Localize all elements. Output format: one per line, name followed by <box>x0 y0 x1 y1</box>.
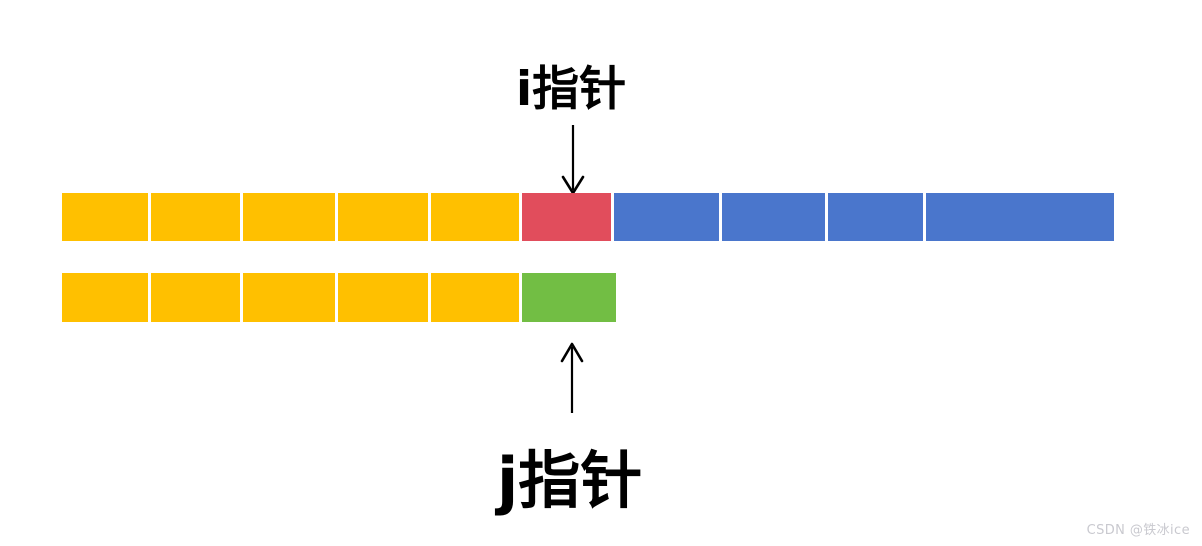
cell-blue-3 <box>828 193 923 241</box>
cell-blue-1 <box>614 193 719 241</box>
pointer-label-i: i指针 <box>516 62 627 117</box>
csdn-watermark: CSDN @铁冰ice <box>1086 523 1190 538</box>
cell-yellow-2 <box>151 193 240 241</box>
cell-blue-4 <box>926 193 1114 241</box>
array-row-bottom <box>62 273 616 322</box>
pointer-label-j: j指针 <box>497 444 643 517</box>
array-row-top <box>62 193 1114 241</box>
cell-yellow-4 <box>338 193 428 241</box>
cell-red-current <box>522 193 611 241</box>
down-arrow-icon <box>552 124 594 196</box>
cell-green-current <box>522 273 616 322</box>
cell-yellow-5 <box>431 273 519 322</box>
cell-blue-2 <box>722 193 825 241</box>
cell-yellow-5 <box>431 193 519 241</box>
cell-yellow-3 <box>243 193 335 241</box>
up-arrow-icon <box>551 340 593 414</box>
cell-yellow-1 <box>62 193 148 241</box>
cell-yellow-2 <box>151 273 240 322</box>
cell-yellow-1 <box>62 273 148 322</box>
cell-yellow-3 <box>243 273 335 322</box>
cell-yellow-4 <box>338 273 428 322</box>
